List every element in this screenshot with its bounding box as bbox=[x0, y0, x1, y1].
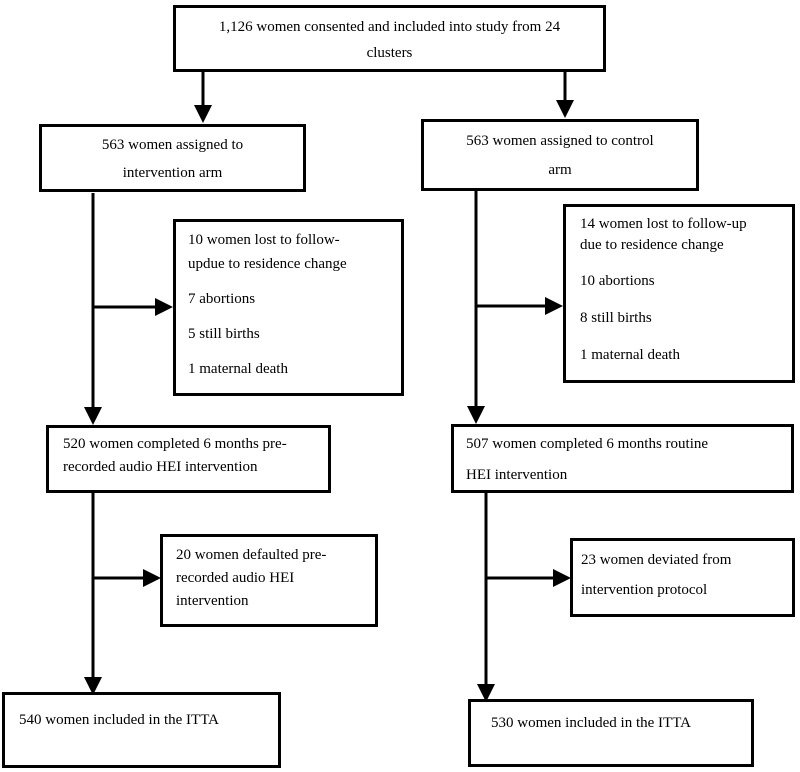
intervention-defaulted-line2: recorded audio HEI bbox=[176, 570, 295, 586]
control-itta-box: 530 women included in the ITTA bbox=[468, 699, 754, 767]
intervention-assigned-line2: intervention arm bbox=[122, 165, 223, 181]
intervention-abortions: 7 abortions bbox=[188, 291, 256, 307]
control-abortions: 10 abortions bbox=[580, 273, 655, 289]
intervention-completed-box: 520 women completed 6 months pre- record… bbox=[46, 425, 331, 493]
intervention-defaulted-line3: intervention bbox=[176, 593, 249, 609]
control-completed-line2: HEI intervention bbox=[466, 467, 568, 483]
control-itta-text: 530 women included in the ITTA bbox=[491, 715, 692, 731]
control-assigned-line1: 563 women assigned to control bbox=[466, 133, 654, 149]
intervention-completed-line1: 520 women completed 6 months pre- bbox=[63, 436, 287, 452]
intervention-assigned-line1: 563 women assigned to bbox=[101, 137, 244, 153]
control-exclusions-box: 14 women lost to follow-up due to reside… bbox=[563, 204, 795, 383]
intervention-itta-text: 540 women included in the ITTA bbox=[19, 712, 220, 728]
control-deviated-box: 23 women deviated from intervention prot… bbox=[570, 538, 795, 617]
control-completed-line1: 507 women completed 6 months routine bbox=[466, 436, 709, 452]
control-deviated-line2: intervention protocol bbox=[581, 582, 708, 598]
intervention-assigned-box: 563 women assigned to intervention arm bbox=[39, 124, 306, 192]
enrollment-line1: 1,126 women consented and included into … bbox=[218, 19, 561, 35]
enrollment-box: 1,126 women consented and included into … bbox=[173, 5, 606, 72]
intervention-completed-line2: recorded audio HEI intervention bbox=[63, 459, 258, 475]
intervention-itta-box: 540 women included in the ITTA bbox=[2, 692, 281, 768]
intervention-lost-line1: 10 women lost to follow- bbox=[188, 232, 340, 248]
intervention-defaulted-box: 20 women defaulted pre- recorded audio H… bbox=[160, 534, 378, 627]
intervention-defaulted-line1: 20 women defaulted pre- bbox=[176, 547, 327, 563]
control-lost-line2: due to residence change bbox=[580, 237, 724, 253]
control-maternal-death: 1 maternal death bbox=[580, 347, 680, 363]
control-deviated-line1: 23 women deviated from bbox=[581, 552, 732, 568]
intervention-maternal-death: 1 maternal death bbox=[188, 361, 288, 377]
intervention-still-births: 5 still births bbox=[188, 326, 260, 342]
intervention-lost-line2: updue to residence change bbox=[188, 256, 347, 272]
intervention-exclusions-box: 10 women lost to follow- updue to reside… bbox=[173, 219, 404, 396]
control-still-births: 8 still births bbox=[580, 310, 652, 326]
enrollment-line2: clusters bbox=[366, 45, 413, 61]
control-assigned-line2: arm bbox=[548, 162, 572, 178]
control-assigned-box: 563 women assigned to control arm bbox=[421, 119, 699, 191]
control-completed-box: 507 women completed 6 months routine HEI… bbox=[451, 424, 794, 493]
control-lost-line1: 14 women lost to follow-up bbox=[580, 216, 747, 232]
